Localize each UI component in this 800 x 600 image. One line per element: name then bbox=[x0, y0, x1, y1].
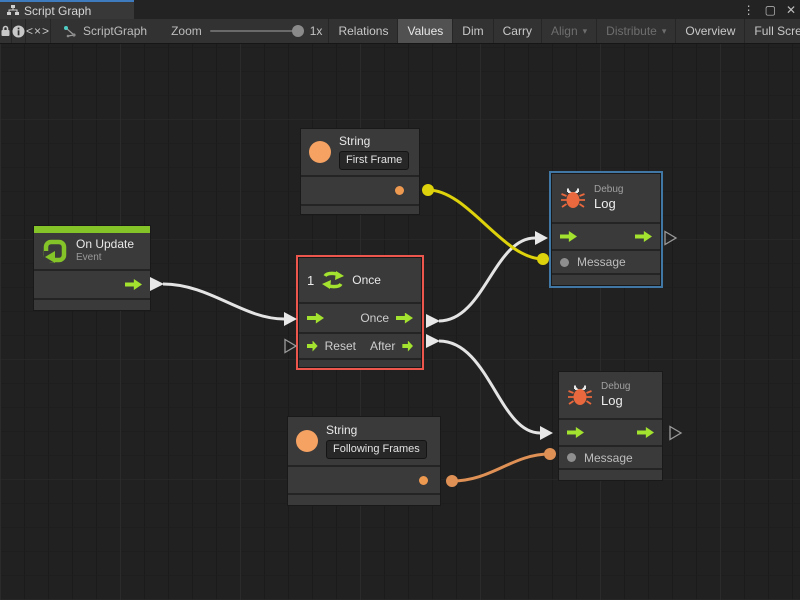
relations-button[interactable]: Relations bbox=[328, 19, 397, 43]
string-output-port[interactable] bbox=[419, 475, 428, 485]
wire-start-dot bbox=[422, 184, 434, 196]
string-type-icon bbox=[309, 141, 331, 163]
unconnected-exit-triangle[interactable] bbox=[664, 230, 678, 246]
wire-stringbottom-message[interactable] bbox=[451, 452, 551, 483]
once-output-port[interactable] bbox=[396, 312, 413, 324]
string-value-input[interactable]: First Frame bbox=[339, 150, 410, 171]
bug-icon bbox=[568, 385, 592, 405]
wire-start-triangle bbox=[426, 334, 440, 348]
node-title: On Update bbox=[76, 237, 135, 252]
wire-start-triangle bbox=[150, 277, 164, 291]
node-string-top[interactable]: String First Frame bbox=[300, 128, 420, 215]
chevron-down-icon: ▾ bbox=[661, 25, 667, 36]
wire-end-dot bbox=[537, 253, 549, 265]
zoom-value: 1x bbox=[309, 24, 323, 38]
enter-input-port[interactable] bbox=[307, 312, 324, 324]
tab-script-graph[interactable]: Script Graph bbox=[0, 0, 134, 19]
close-icon[interactable]: ✕ bbox=[785, 2, 796, 17]
wire-start-dot bbox=[446, 475, 458, 487]
port-label: Message bbox=[577, 255, 626, 269]
wire-end-triangle bbox=[540, 426, 553, 440]
graph-canvas[interactable]: On Update Event String First Frame 1 bbox=[0, 44, 800, 600]
chevron-down-icon: ▾ bbox=[582, 25, 588, 36]
node-title: Once bbox=[352, 273, 381, 287]
string-type-icon bbox=[296, 430, 318, 452]
bug-icon bbox=[561, 188, 585, 208]
node-debug-log-top[interactable]: Debug Log Message bbox=[551, 173, 661, 286]
graph-reference[interactable]: ScriptGraph bbox=[51, 19, 157, 43]
carry-button[interactable]: Carry bbox=[492, 19, 541, 43]
enter-input-port[interactable] bbox=[560, 231, 577, 242]
event-accent-bar bbox=[34, 226, 150, 233]
unconnected-reset-triangle[interactable] bbox=[284, 338, 298, 354]
graph-toolbar: <×> ScriptGraph Zoom 1x Relations Values… bbox=[0, 19, 800, 44]
overview-button[interactable]: Overview bbox=[675, 19, 744, 43]
exit-output-port[interactable] bbox=[637, 427, 654, 438]
string-value-input[interactable]: Following Frames bbox=[326, 439, 427, 460]
wire-end-triangle bbox=[535, 231, 548, 245]
node-title: String bbox=[326, 422, 358, 437]
exit-output-port[interactable] bbox=[635, 231, 652, 242]
wire-after-debugbottom[interactable] bbox=[438, 339, 541, 435]
message-input-port[interactable] bbox=[567, 453, 576, 462]
wire-stringtop-message[interactable] bbox=[427, 188, 544, 261]
node-title: Log bbox=[601, 393, 623, 409]
tab-title: Script Graph bbox=[24, 3, 92, 18]
info-button[interactable] bbox=[12, 19, 26, 43]
port-label: Once bbox=[360, 311, 389, 325]
full-screen-button[interactable]: Full Screen bbox=[744, 19, 800, 43]
node-subtitle: Event bbox=[76, 252, 102, 264]
zoom-slider[interactable] bbox=[209, 25, 304, 37]
node-title: String bbox=[339, 133, 371, 148]
distribute-dropdown[interactable]: Distribute▾ bbox=[596, 19, 675, 43]
node-once[interactable]: 1 Once Once Reset After bbox=[296, 255, 424, 370]
zoom-label: Zoom bbox=[171, 24, 202, 38]
node-string-bottom[interactable]: String Following Frames bbox=[287, 416, 441, 506]
node-debug-log-bottom[interactable]: Debug Log Message bbox=[558, 371, 663, 481]
lock-icon bbox=[1, 25, 10, 36]
node-kind: Debug bbox=[601, 380, 631, 392]
reset-input-port[interactable] bbox=[307, 340, 318, 352]
once-counter: 1 bbox=[307, 272, 315, 288]
script-graph-icon bbox=[64, 25, 76, 37]
zoom-slider-handle[interactable] bbox=[291, 25, 304, 37]
string-output-port[interactable] bbox=[395, 186, 404, 195]
window-menu-icon[interactable]: ⋮ bbox=[742, 2, 755, 17]
message-input-port[interactable] bbox=[560, 257, 569, 267]
wire-onupdate-once[interactable] bbox=[162, 282, 285, 321]
wire-once-debugtop[interactable] bbox=[438, 236, 536, 323]
info-icon bbox=[12, 25, 25, 37]
values-button[interactable]: Values bbox=[397, 19, 453, 43]
code-view-button[interactable]: <×> bbox=[26, 19, 52, 43]
after-output-port[interactable] bbox=[402, 340, 413, 352]
graph-tab-icon bbox=[7, 5, 19, 15]
wire-end-dot bbox=[544, 448, 556, 460]
port-label: After bbox=[370, 339, 396, 353]
once-loop-icon bbox=[322, 271, 345, 289]
maximize-icon[interactable]: ▢ bbox=[764, 2, 776, 17]
lock-button[interactable] bbox=[0, 19, 12, 43]
wire-end-triangle bbox=[284, 312, 297, 326]
node-on-update[interactable]: On Update Event bbox=[33, 225, 151, 311]
enter-input-port[interactable] bbox=[567, 427, 584, 438]
align-dropdown[interactable]: Align▾ bbox=[540, 19, 596, 43]
on-update-icon bbox=[43, 239, 67, 263]
dim-button[interactable]: Dim bbox=[452, 19, 492, 43]
port-label: Message bbox=[584, 450, 633, 465]
window-titlebar: Script Graph ⋮ ▢ ✕ bbox=[0, 0, 800, 19]
wire-start-triangle bbox=[426, 314, 440, 328]
unconnected-exit-triangle[interactable] bbox=[669, 425, 683, 441]
control-output-port[interactable] bbox=[125, 279, 142, 290]
node-title: Log bbox=[594, 196, 616, 212]
graph-name-label: ScriptGraph bbox=[83, 24, 148, 38]
port-label: Reset bbox=[324, 339, 356, 353]
code-icon: <×> bbox=[26, 24, 51, 38]
node-kind: Debug bbox=[594, 183, 624, 195]
